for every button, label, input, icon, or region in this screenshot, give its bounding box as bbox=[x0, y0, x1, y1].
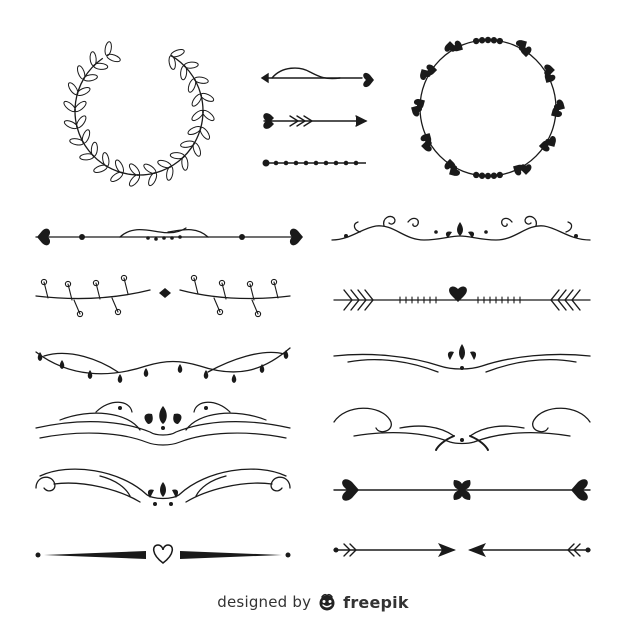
dotted-line-divider bbox=[262, 159, 366, 167]
designed-by-label: designed by bbox=[217, 593, 312, 611]
attribution: designed by freepik bbox=[0, 588, 626, 616]
fleuron-swash-divider bbox=[333, 344, 591, 373]
calligraphic-fleuron-divider bbox=[35, 401, 291, 446]
berry-branch-divider bbox=[35, 274, 291, 318]
twin-arrow-divider bbox=[333, 543, 591, 557]
laurel-wreath-ornament bbox=[63, 41, 215, 187]
hanging-drop-garland-divider bbox=[35, 347, 291, 383]
feather-arrow-heart-divider bbox=[333, 286, 591, 311]
heart-tip-swash-divider bbox=[260, 67, 374, 88]
tapered-heart-divider bbox=[35, 544, 291, 564]
heart-arrow-divider bbox=[263, 113, 368, 129]
freepik-brand-label: freepik bbox=[343, 592, 409, 612]
heart-dot-flourish-divider bbox=[35, 227, 303, 246]
freepik-smiley-icon bbox=[319, 593, 335, 611]
fleuron-loops-divider bbox=[35, 468, 291, 506]
heart-bowtie-divider bbox=[333, 479, 591, 501]
calligraphic-scroll-divider bbox=[333, 407, 591, 451]
heart-dot-wreath-ornament bbox=[411, 36, 565, 180]
swirl-fleuron-divider bbox=[331, 215, 591, 241]
